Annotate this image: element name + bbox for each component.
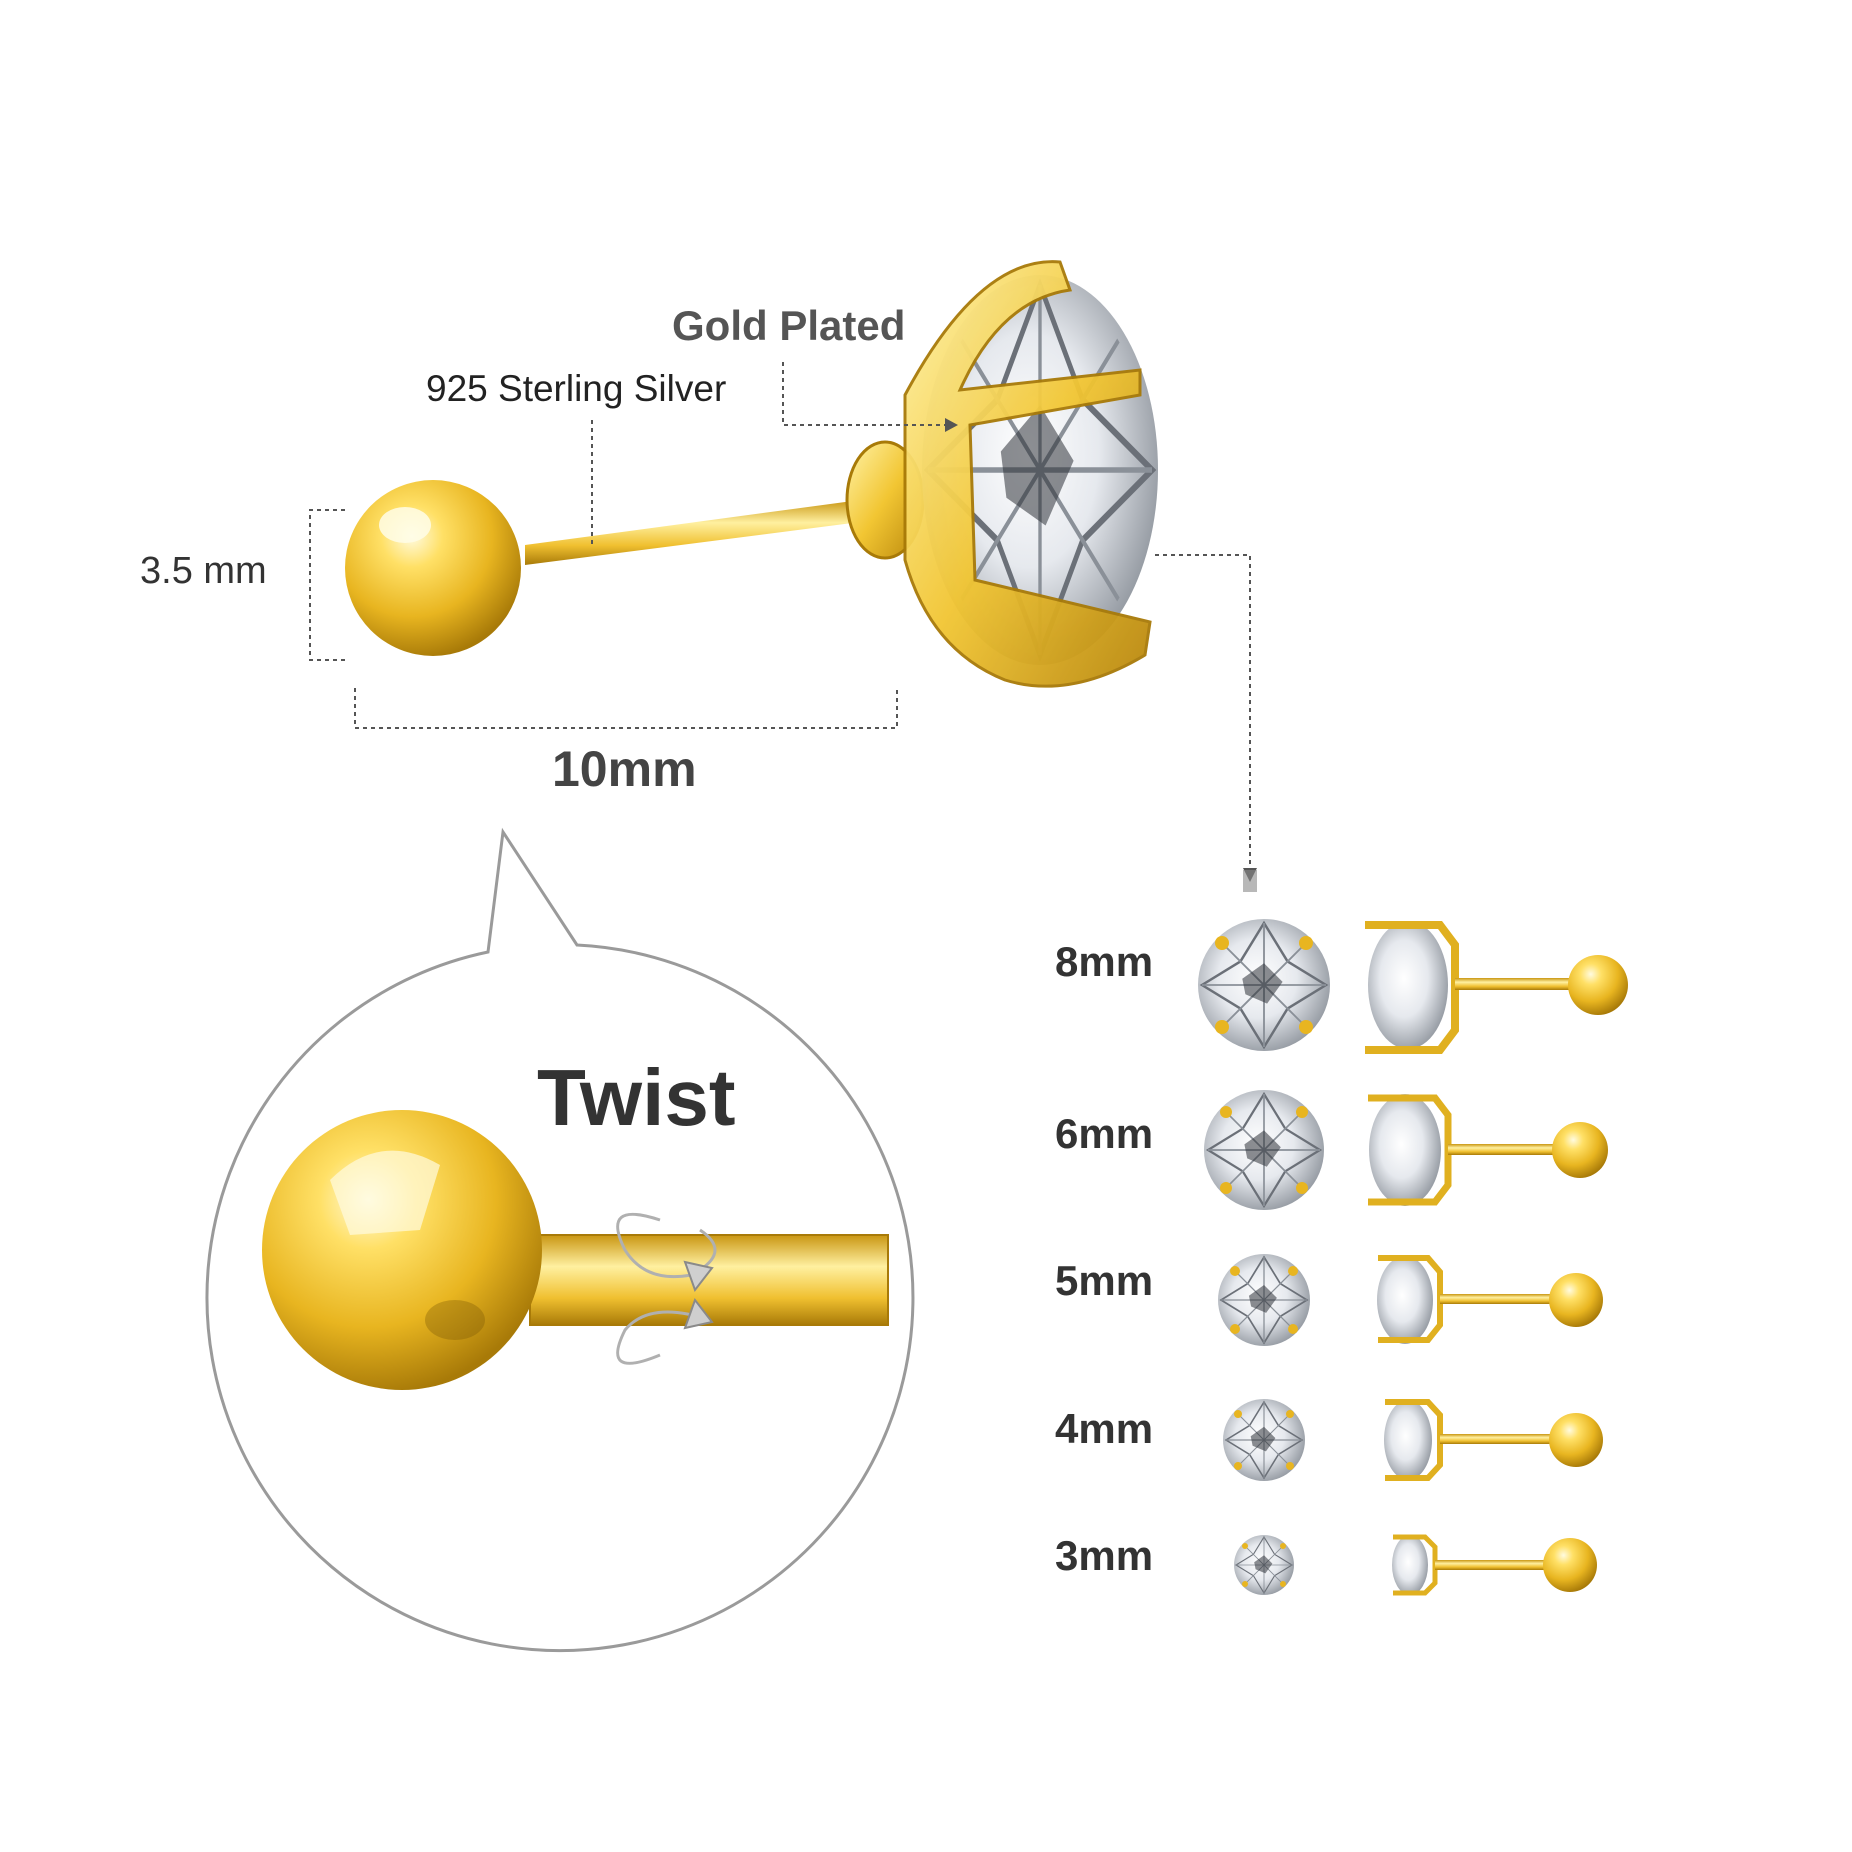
ball-size-label: 3.5 mm: [140, 550, 267, 592]
twist-arrow-head: [683, 1260, 714, 1293]
gold-plated-label: Gold Plated: [672, 302, 906, 349]
size-label-5mm: 5mm: [1055, 1257, 1154, 1304]
size-label-8mm: 8mm: [1055, 938, 1154, 985]
variant-6mm-side-view: [1368, 1094, 1608, 1206]
variant-5mm-top-view: [1218, 1254, 1310, 1346]
size-label-3mm: 3mm: [1055, 1532, 1154, 1579]
twist-label: Twist: [537, 1053, 736, 1142]
zoom-post: [530, 1235, 888, 1325]
variant-3mm-top-view: [1234, 1535, 1294, 1595]
zoom-bubble: [205, 827, 915, 1653]
variant-4mm-side-view: [1384, 1399, 1603, 1481]
main-setting-prongs: [903, 260, 1152, 688]
dimension-guides: [309, 362, 1251, 870]
main-post: [525, 500, 860, 565]
sterling-silver-label: 925 Sterling Silver: [426, 368, 727, 409]
size-label-4mm: 4mm: [1055, 1405, 1154, 1452]
variant-8mm-side-view: [1365, 921, 1628, 1054]
size-label-6mm: 6mm: [1055, 1110, 1154, 1157]
size-variants: [1198, 919, 1628, 1595]
variant-5mm-side-view: [1377, 1255, 1603, 1344]
variant-4mm-top-view: [1223, 1399, 1305, 1481]
variant-3mm-side-view: [1392, 1534, 1597, 1596]
main-gem: [922, 275, 1158, 665]
main-ball: [345, 480, 521, 656]
main-earring: [345, 262, 1158, 686]
gold-plated-arrow: [945, 418, 958, 432]
variant-6mm-top-view: [1204, 1090, 1324, 1210]
post-length-label: 10mm: [552, 741, 697, 797]
variant-8mm-top-view: [1198, 919, 1330, 1051]
